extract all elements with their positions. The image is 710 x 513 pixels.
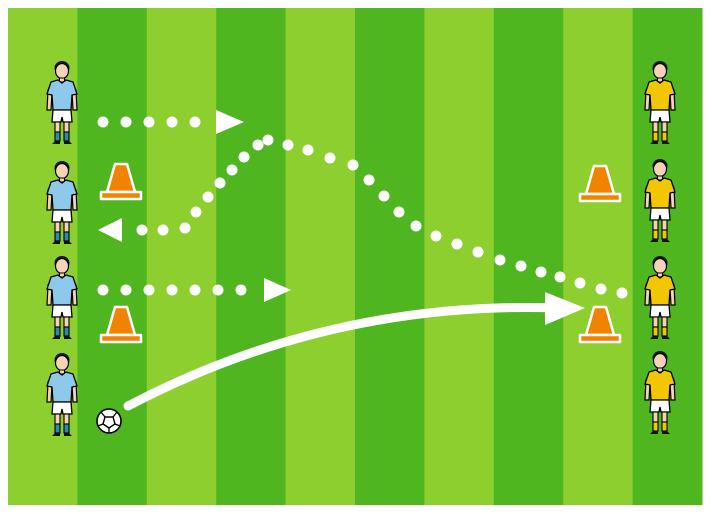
pitch-stripe [147, 8, 217, 505]
pitch-stripe [494, 8, 564, 505]
pitch-stripe [355, 8, 425, 505]
pitch-stripe [563, 8, 633, 505]
soccer-ball-icon [97, 409, 121, 433]
pitch-stripe [286, 8, 356, 505]
pitch-stripe [216, 8, 286, 505]
pitch-stripe [424, 8, 494, 505]
